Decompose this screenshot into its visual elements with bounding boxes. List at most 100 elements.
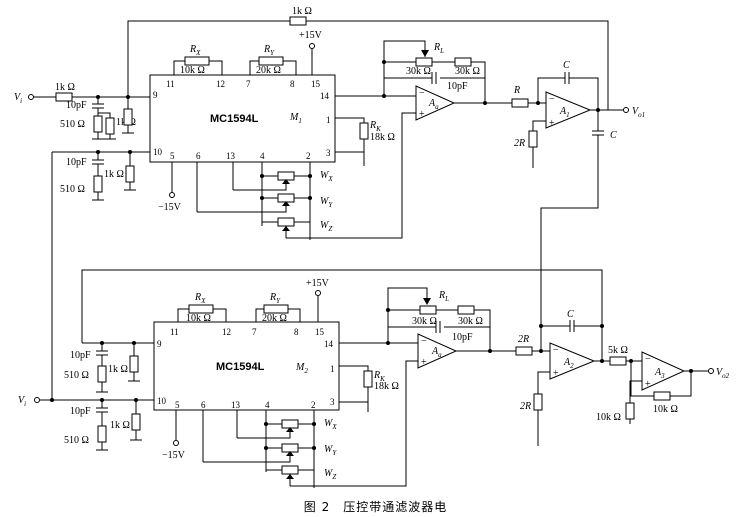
m1-pin-8: 8	[290, 79, 295, 89]
r-label: R	[513, 85, 520, 96]
m1-pin-4: 4	[260, 151, 265, 161]
m1-pin-12: 12	[216, 79, 225, 89]
cap-10pf-label-4: 10pF	[70, 406, 91, 417]
m2-pin-9: 9	[157, 339, 162, 349]
rl-label-top: RL	[433, 42, 444, 55]
r1k-label-4: 1k Ω	[110, 420, 130, 431]
amp-a-top-plus: +	[419, 109, 425, 120]
m1-pin-2: 2	[306, 151, 311, 161]
m2-pin-11: 11	[170, 327, 179, 337]
r510-label-3: 510 Ω	[64, 370, 89, 381]
c-label-bottom: C	[567, 309, 574, 320]
amp-a2-label: A2	[563, 357, 574, 370]
m1-chip-label: MC1594L	[210, 113, 259, 125]
amp-a1	[545, 91, 592, 129]
multiplier-m2	[153, 321, 340, 411]
r5k-label: 5k Ω	[608, 345, 628, 356]
m2-pin-8: 8	[294, 327, 299, 337]
r1k-label-3: 1k Ω	[108, 364, 128, 375]
amp-a1-minus: −	[549, 94, 555, 105]
multiplier-m1	[149, 74, 336, 163]
cap-rl-top: 10pF	[447, 81, 468, 92]
vi-terminal-top	[28, 94, 34, 100]
m1-pin-1: 1	[326, 115, 331, 125]
m2-pin-3: 3	[330, 397, 335, 407]
rk-label: RK	[369, 120, 381, 133]
amp-a2	[549, 342, 596, 380]
amp-a-top-label: Aa	[428, 98, 439, 111]
m2-pin-13: 13	[231, 400, 241, 410]
wy-label-bottom: WY	[324, 444, 337, 457]
r510-label-2: 510 Ω	[60, 184, 85, 195]
amp-a3-plus: +	[645, 379, 651, 390]
m2-pin-1: 1	[330, 364, 335, 374]
m1-pin-13: 13	[226, 151, 236, 161]
cap-rl-bottom: 10pF	[452, 332, 473, 343]
rx-value-2: 10k Ω	[186, 313, 211, 324]
r1k-label-2: 1k Ω	[104, 169, 124, 180]
amp-b-plus: +	[421, 357, 427, 368]
feedback-resistor-label: 1k Ω	[292, 6, 312, 17]
rl-label-bottom: RL	[438, 290, 449, 303]
r10k-label-fb: 10k Ω	[653, 404, 678, 415]
wy-label-top: WY	[320, 196, 333, 209]
amp-a-top	[415, 85, 456, 121]
ry-label: RY	[263, 44, 275, 57]
amp-a1-label: A1	[559, 106, 570, 119]
vi-terminal-bottom	[34, 397, 40, 403]
input-resistor-label: 1k Ω	[55, 82, 75, 93]
r2-label-top: 2R	[514, 138, 525, 149]
m2-pin-14: 14	[324, 339, 334, 349]
rl-value2-bottom: 30k Ω	[458, 316, 483, 327]
cap-10pf-label-1: 10pF	[66, 100, 87, 111]
m2-pin-4: 4	[265, 400, 270, 410]
r510-label-4: 510 Ω	[64, 435, 89, 446]
r2-label-mid: 2R	[518, 334, 529, 345]
rk-label-2: RK	[373, 370, 385, 383]
amp-a1-plus: +	[549, 118, 555, 129]
rx-label: RX	[189, 44, 201, 57]
m2-pin-6: 6	[201, 400, 206, 410]
amp-b	[417, 333, 458, 369]
wx-label-top: WX	[320, 170, 333, 183]
c-label-top2: C	[610, 130, 617, 141]
amp-a-top-minus: −	[419, 88, 425, 99]
m2-pin-7: 7	[252, 327, 257, 337]
cap-10pf-label-3: 10pF	[70, 350, 91, 361]
vi-label-bottom: Vi	[18, 395, 26, 408]
vo1-label: Vo1	[632, 106, 645, 119]
wz-label-bottom: WZ	[324, 468, 336, 481]
rk-value: 18k Ω	[370, 132, 395, 143]
vo2-label: Vo2	[716, 367, 730, 380]
r510-label-1: 510 Ω	[60, 119, 85, 130]
m1-pin-5: 5	[170, 151, 175, 161]
vee-label-bottom: −15V	[162, 450, 186, 461]
rl-value1-bottom: 30k Ω	[412, 316, 437, 327]
r10k-label-gnd: 10k Ω	[596, 412, 621, 423]
amp-a2-minus: −	[553, 345, 559, 356]
ry-value-2: 20k Ω	[262, 313, 287, 324]
vcc-label-bottom: +15V	[306, 278, 330, 289]
figure-caption: 图 2 压控带通滤波器电	[303, 500, 448, 514]
rx-label-2: RX	[194, 292, 206, 305]
m2-chip-label: MC1594L	[216, 361, 265, 373]
m2-pin-15: 15	[315, 327, 325, 337]
rx-value: 10k Ω	[180, 65, 205, 76]
m1-ref: M1	[289, 112, 302, 125]
wz-label-top: WZ	[320, 220, 332, 233]
m2-pin-2: 2	[311, 400, 316, 410]
vcc-label-top: +15V	[299, 30, 323, 41]
m2-pin-12: 12	[222, 327, 231, 337]
m1-pin-10: 10	[153, 147, 163, 157]
input-resistor-top	[55, 92, 73, 102]
vee-label-top: −15V	[158, 202, 182, 213]
m1-pin-3: 3	[326, 148, 331, 158]
m2-ref: M2	[295, 362, 308, 375]
m1-pin-14: 14	[320, 91, 330, 101]
rl-value2-top: 30k Ω	[455, 66, 480, 77]
m2-pin-10: 10	[157, 396, 167, 406]
ry-value: 20k Ω	[256, 65, 281, 76]
rk-value-2: 18k Ω	[374, 381, 399, 392]
m1-pin-6: 6	[196, 151, 201, 161]
